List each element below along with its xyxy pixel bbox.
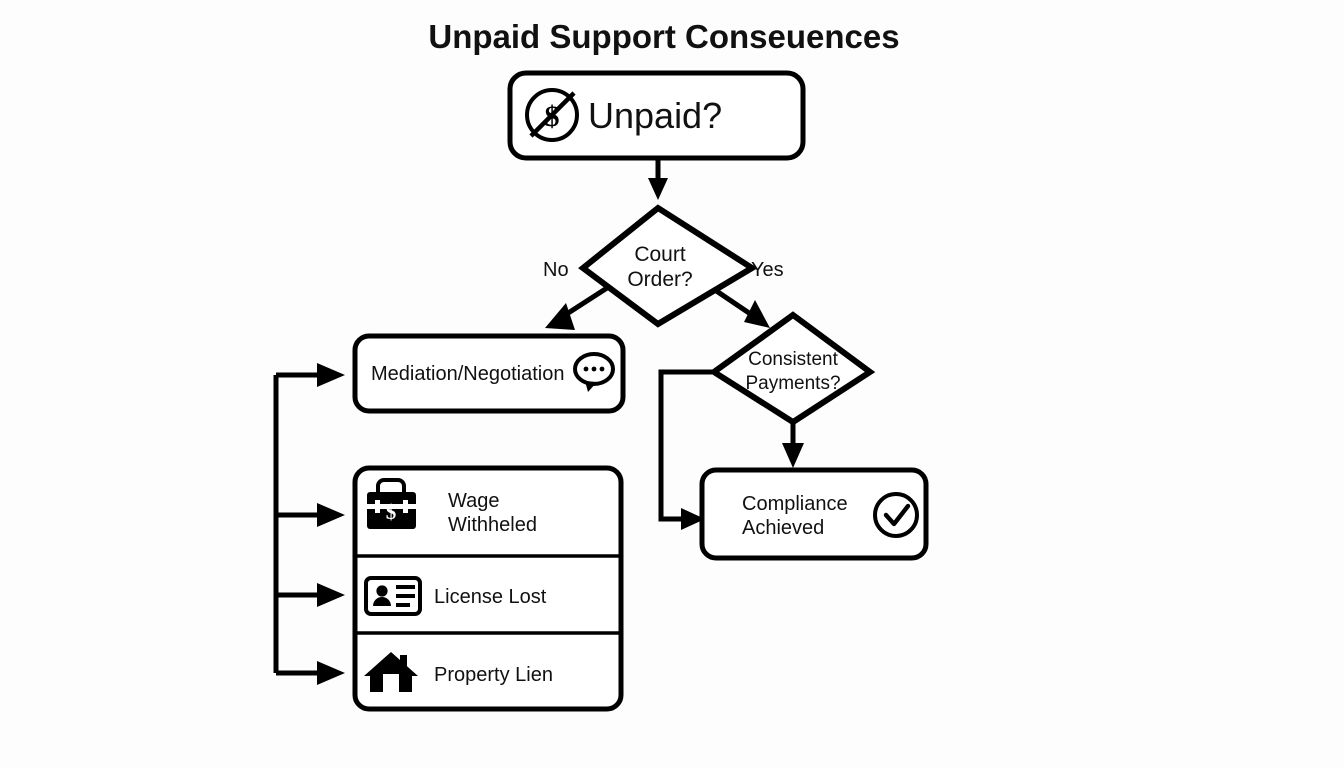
edge-court-order-to-consistent-payments bbox=[710, 285, 770, 328]
svg-text:$: $ bbox=[386, 500, 397, 524]
edge-label-no: No bbox=[543, 259, 569, 281]
node-mediation-label: Mediation/Negotiation bbox=[371, 363, 564, 385]
edge-bus-to-mediation bbox=[276, 363, 345, 387]
edge-court-order-to-mediation bbox=[545, 285, 609, 330]
connectors bbox=[273, 160, 804, 685]
node-court-order-line2: Order? bbox=[627, 268, 692, 291]
node-compliance-achieved[interactable]: Compliance Achieved bbox=[699, 467, 929, 561]
edge-bus-to-wage-withheld bbox=[276, 503, 345, 527]
id-card-icon bbox=[364, 576, 422, 616]
list-item-wage-line1: Wage bbox=[448, 490, 500, 512]
node-compliance-achieved-shape[interactable] bbox=[699, 467, 929, 561]
node-mediation-shape[interactable] bbox=[352, 333, 626, 414]
page-title: Unpaid Support Conseuences bbox=[428, 18, 899, 55]
list-item-license-label: License Lost bbox=[434, 586, 547, 608]
chat-bubble-icon bbox=[573, 352, 615, 392]
node-unpaid[interactable]: $ Unpaid? bbox=[507, 70, 806, 161]
list-item-wage-withheld[interactable]: $ Wage Withheled bbox=[367, 478, 537, 536]
consequences-group: $ Wage Withheled License Lost bbox=[352, 465, 624, 712]
edge-consistent-payments-loop-to-compliance bbox=[658, 369, 712, 530]
node-court-order[interactable]: Court Order? bbox=[578, 204, 758, 328]
node-consistent-payments[interactable]: Consistent Payments? bbox=[708, 311, 876, 426]
node-consistent-payments-shape[interactable] bbox=[708, 311, 876, 426]
consequences-group-shape bbox=[352, 465, 624, 712]
svg-text:$: $ bbox=[545, 100, 560, 133]
edge-bus-to-property-lien bbox=[276, 661, 345, 685]
node-court-order-shape[interactable] bbox=[578, 204, 758, 328]
node-court-order-line1: Court bbox=[634, 243, 686, 266]
edge-start-to-court-order bbox=[648, 160, 668, 200]
no-money-icon: $ bbox=[525, 88, 579, 142]
node-compliance-line1: Compliance bbox=[742, 493, 848, 515]
house-icon bbox=[364, 652, 418, 692]
list-item-lien-label: Property Lien bbox=[434, 664, 553, 686]
node-unpaid-shape[interactable] bbox=[507, 70, 806, 161]
check-circle-icon bbox=[873, 492, 919, 538]
node-consistent-payments-line1: Consistent bbox=[748, 349, 838, 370]
list-item-license-lost[interactable]: License Lost bbox=[364, 576, 547, 616]
node-mediation[interactable]: Mediation/Negotiation bbox=[352, 333, 626, 414]
edge-bus-to-license-lost bbox=[276, 583, 345, 607]
edge-label-yes: Yes bbox=[751, 259, 784, 281]
node-compliance-line2: Achieved bbox=[742, 517, 824, 539]
list-item-wage-line2: Withheled bbox=[448, 514, 537, 536]
list-item-property-lien[interactable]: Property Lien bbox=[364, 652, 553, 692]
node-unpaid-label: Unpaid? bbox=[588, 95, 722, 136]
node-consistent-payments-line2: Payments? bbox=[745, 373, 840, 394]
briefcase-dollar-icon: $ bbox=[367, 478, 416, 529]
